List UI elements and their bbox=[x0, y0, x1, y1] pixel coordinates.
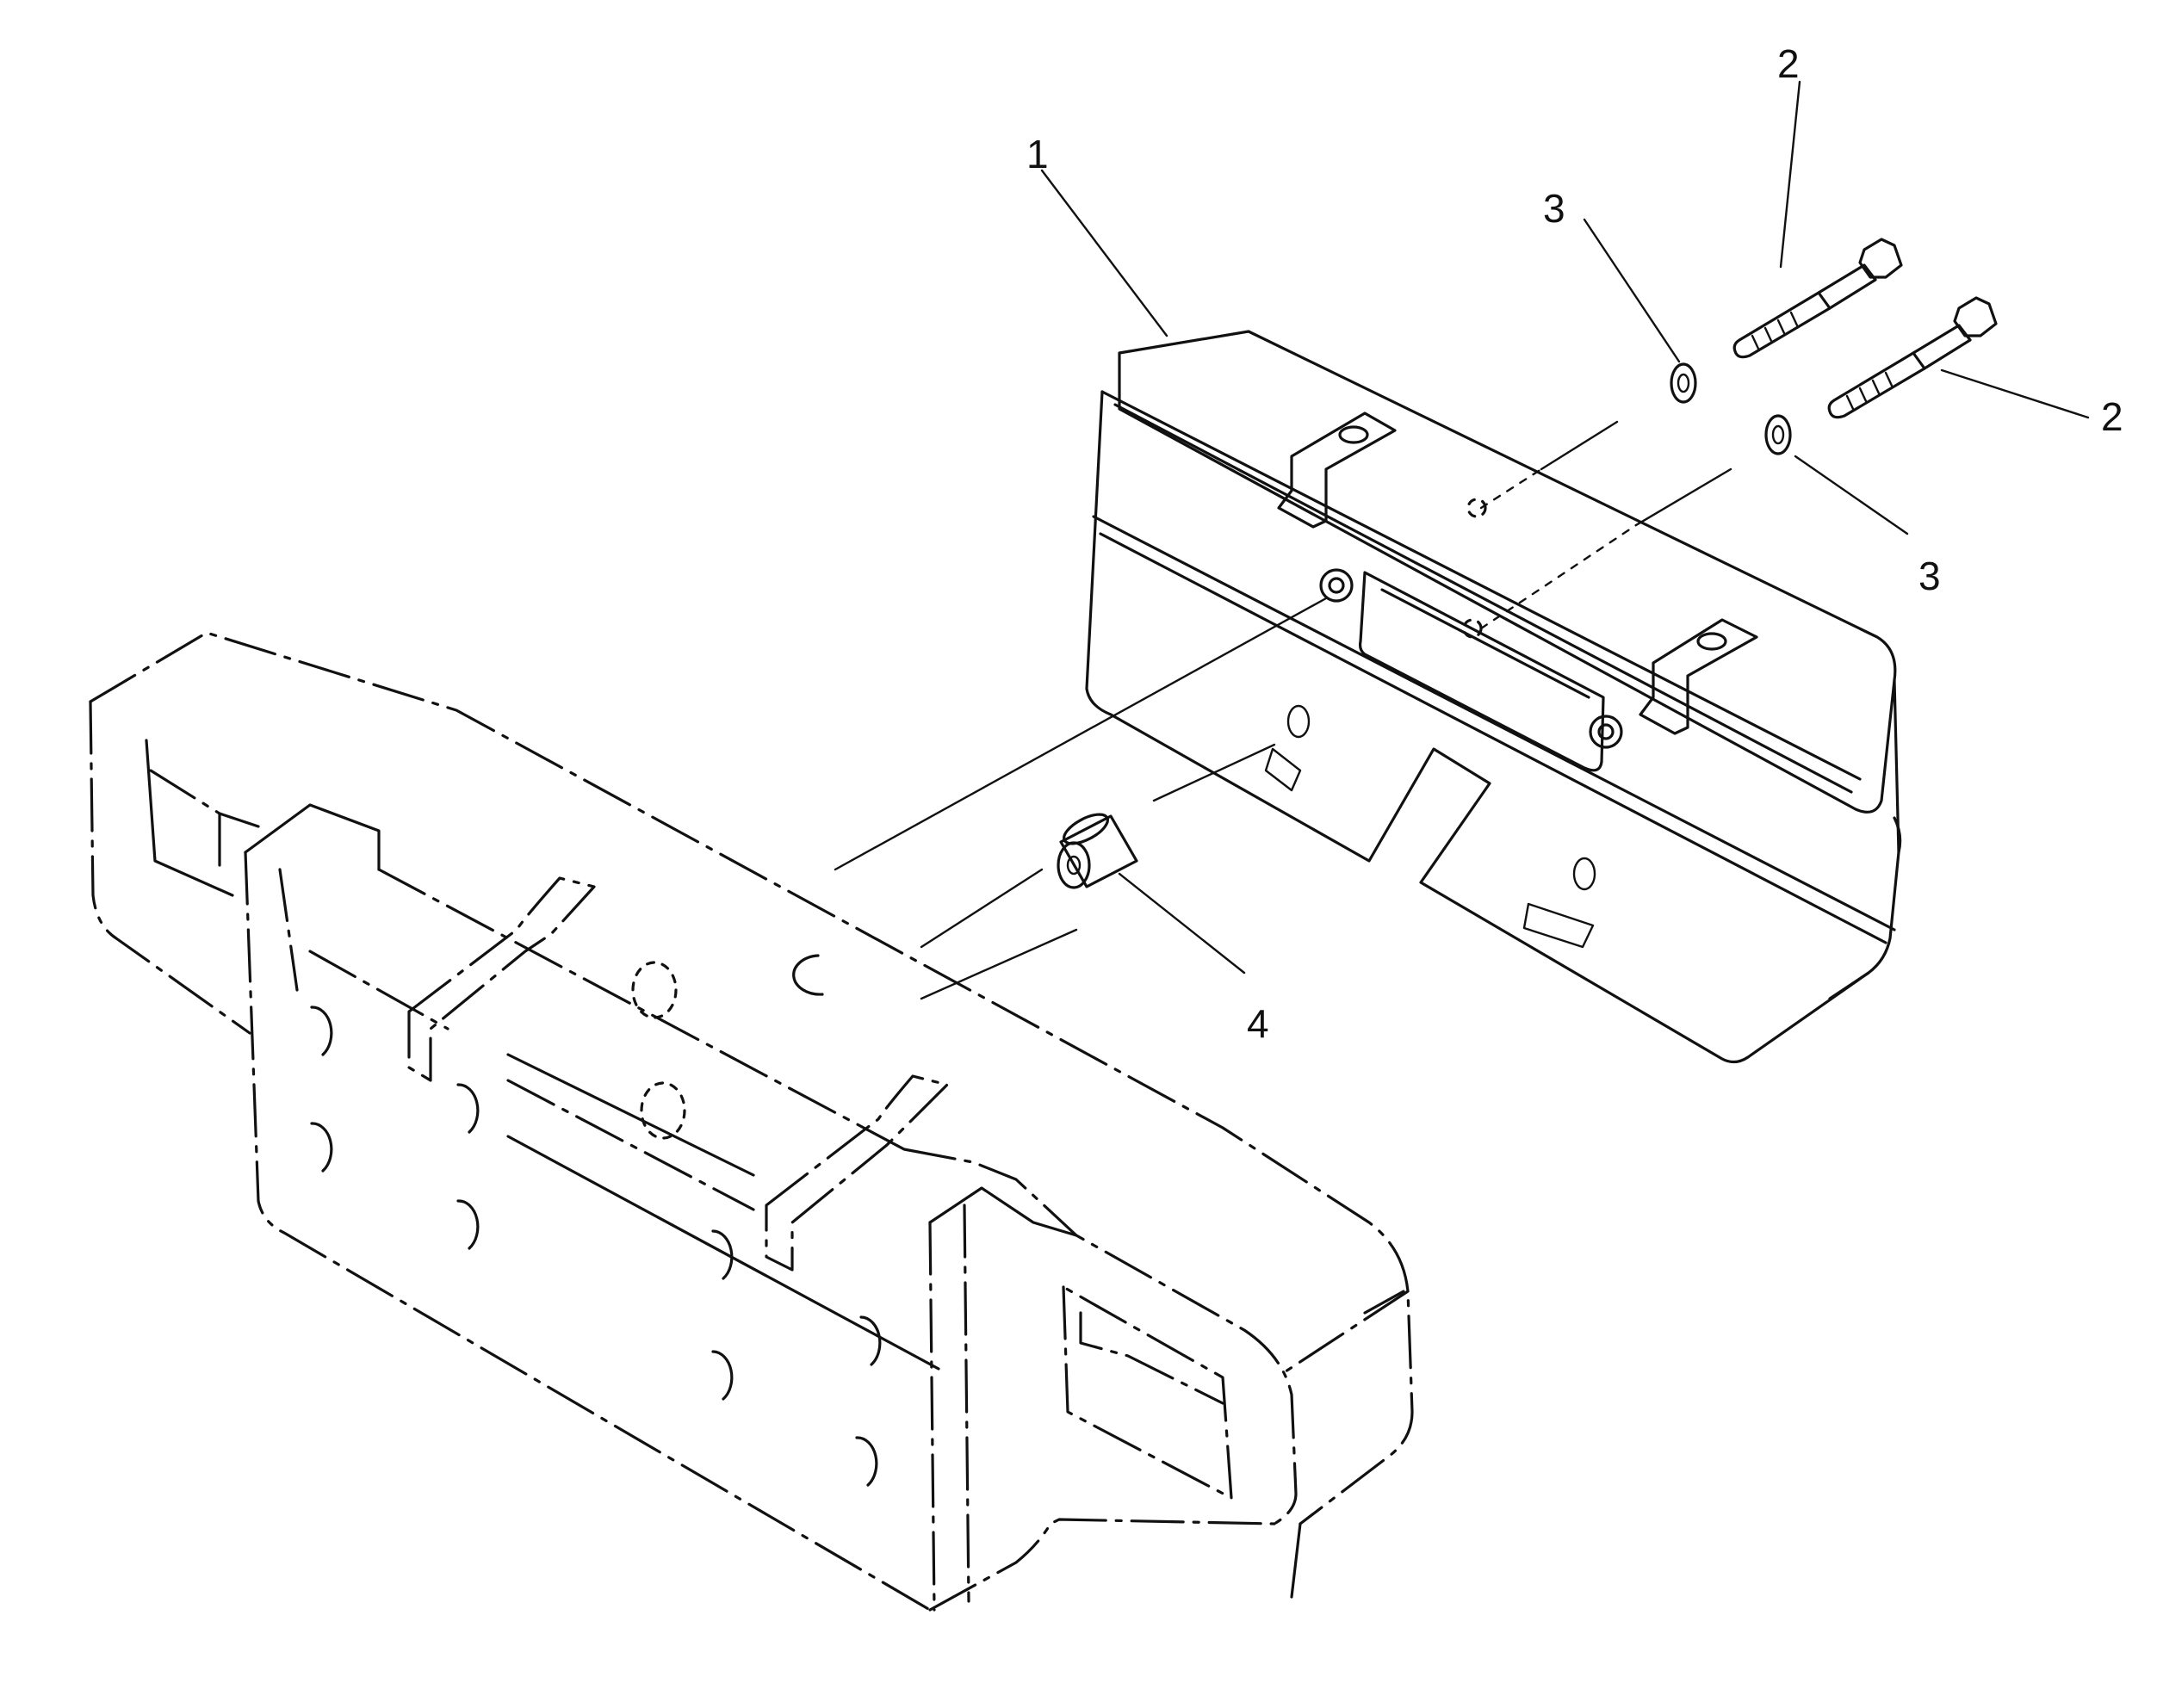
counterweight bbox=[1085, 330, 1902, 1064]
dowel-spacer bbox=[1057, 813, 1138, 889]
callout-label-1: 1 bbox=[1026, 132, 1049, 176]
bolt-upper bbox=[1732, 238, 1903, 359]
washer-lower bbox=[1764, 414, 1792, 455]
callout-label-4: 4 bbox=[1247, 1001, 1269, 1046]
leader-lines bbox=[1040, 80, 2090, 975]
callout-label-2-lower: 2 bbox=[2101, 394, 2123, 439]
washer-upper bbox=[1670, 362, 1697, 404]
frame-bracket bbox=[89, 631, 1414, 1612]
callout-label-3-upper: 3 bbox=[1543, 186, 1565, 231]
alignment-lines bbox=[834, 420, 1732, 1000]
callout-label-2-upper: 2 bbox=[1777, 41, 1800, 86]
callout-labels: 1 2 2 3 3 4 bbox=[1026, 41, 2123, 1046]
callout-label-3-lower: 3 bbox=[1918, 554, 1941, 598]
bolt-lower bbox=[1827, 296, 1998, 419]
